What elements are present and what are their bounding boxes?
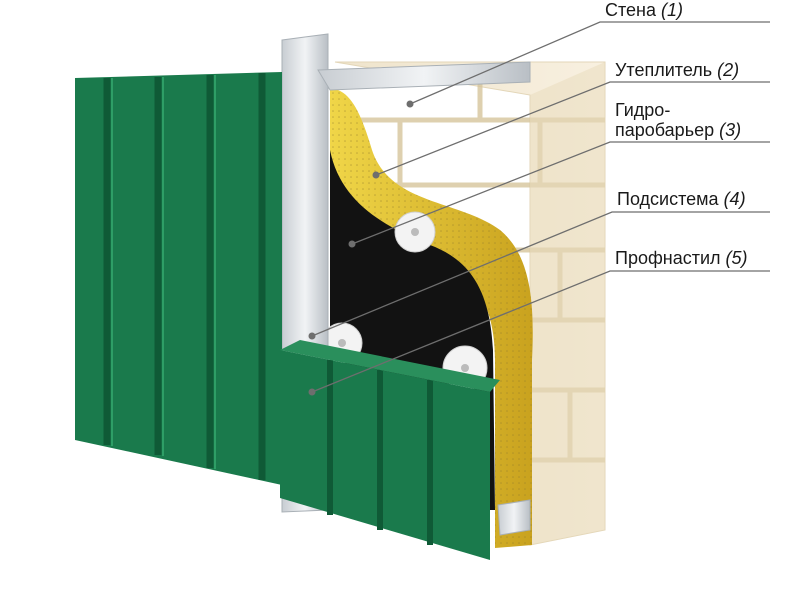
leader-profnastil bbox=[311, 270, 770, 393]
leader-barrier-dot bbox=[348, 240, 356, 248]
label-barrier: Гидро- паробарьер (3) bbox=[615, 100, 741, 140]
label-wall-text: Стена bbox=[605, 0, 662, 20]
label-subsystem-text: Подсистема bbox=[617, 189, 724, 209]
leader-insulation-dot bbox=[372, 171, 380, 179]
leader-lines bbox=[308, 21, 770, 396]
leader-wall bbox=[409, 21, 770, 105]
label-wall-num: (1) bbox=[661, 0, 684, 20]
dowel-1 bbox=[394, 211, 436, 253]
brick-wall bbox=[334, 61, 606, 546]
label-barrier-line1: Гидро- bbox=[615, 100, 671, 120]
leader-profnastil-dot bbox=[308, 388, 316, 396]
label-barrier-num: (3) bbox=[719, 120, 742, 140]
label-barrier-line2: паробарьер bbox=[615, 120, 720, 140]
label-subsystem: Подсистема (4) bbox=[617, 189, 746, 209]
label-insulation-text: Утеплитель bbox=[615, 60, 718, 80]
label-insulation: Утеплитель (2) bbox=[615, 60, 739, 80]
label-wall: Стена (1) bbox=[605, 0, 683, 20]
label-profnastil: Профнастил (5) bbox=[615, 248, 748, 268]
label-insulation-num: (2) bbox=[717, 60, 740, 80]
label-profnastil-text: Профнастил bbox=[615, 248, 726, 268]
label-subsystem-num: (4) bbox=[723, 189, 746, 209]
leader-wall-dot bbox=[406, 100, 414, 108]
leader-insulation bbox=[375, 81, 770, 176]
label-profnastil-num: (5) bbox=[725, 248, 748, 268]
insulation-layer bbox=[330, 88, 533, 548]
leader-barrier bbox=[351, 141, 770, 245]
leader-subsystem bbox=[311, 211, 770, 337]
leader-subsystem-dot bbox=[308, 332, 316, 340]
profnastil-panels bbox=[75, 72, 500, 560]
